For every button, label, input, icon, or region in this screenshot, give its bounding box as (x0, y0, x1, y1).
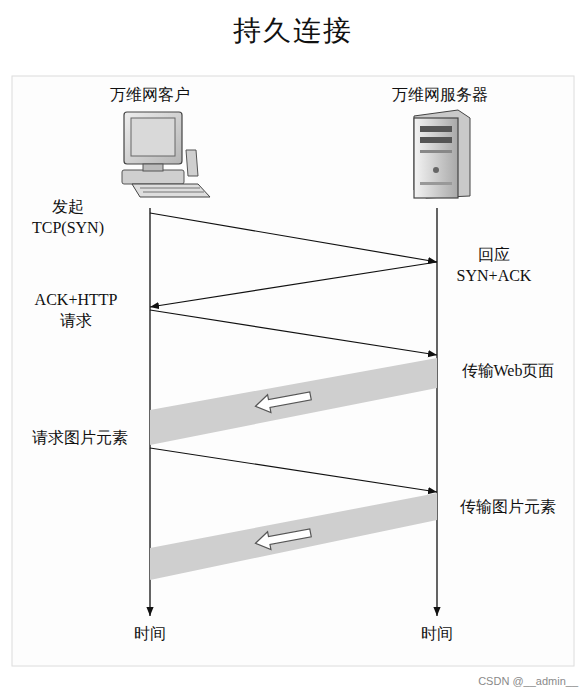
server-label: 万维网服务器 (375, 84, 505, 105)
server-icon (414, 110, 470, 198)
transfer-band (150, 493, 437, 580)
client-label: 万维网客户 (90, 84, 210, 105)
message-label: ACK+HTTP 请求 (26, 289, 126, 331)
server-timeline (436, 208, 437, 616)
message-label: 回应 SYN+ACK (446, 244, 542, 286)
message-label: 传输Web页面 (443, 360, 573, 381)
axis-label: 时间 (397, 623, 477, 644)
transfer-band (150, 358, 437, 445)
hollow-arrow (254, 387, 312, 415)
syn-arrow (150, 213, 437, 262)
ack-http-arrow (150, 310, 437, 355)
syn-ack-arrow (150, 262, 437, 307)
message-label: 传输图片元素 (443, 496, 573, 517)
image-request-arrow (150, 448, 437, 492)
hollow-arrow (254, 524, 312, 552)
panel-frame (12, 76, 574, 666)
axis-label: 时间 (110, 623, 190, 644)
watermark: CSDN @__admin__ (378, 674, 578, 688)
message-label: 发起 TCP(SYN) (20, 196, 116, 238)
message-label: 请求图片元素 (18, 427, 142, 448)
client-computer-icon (122, 112, 210, 197)
diagram-title: 持久连接 (143, 14, 443, 48)
